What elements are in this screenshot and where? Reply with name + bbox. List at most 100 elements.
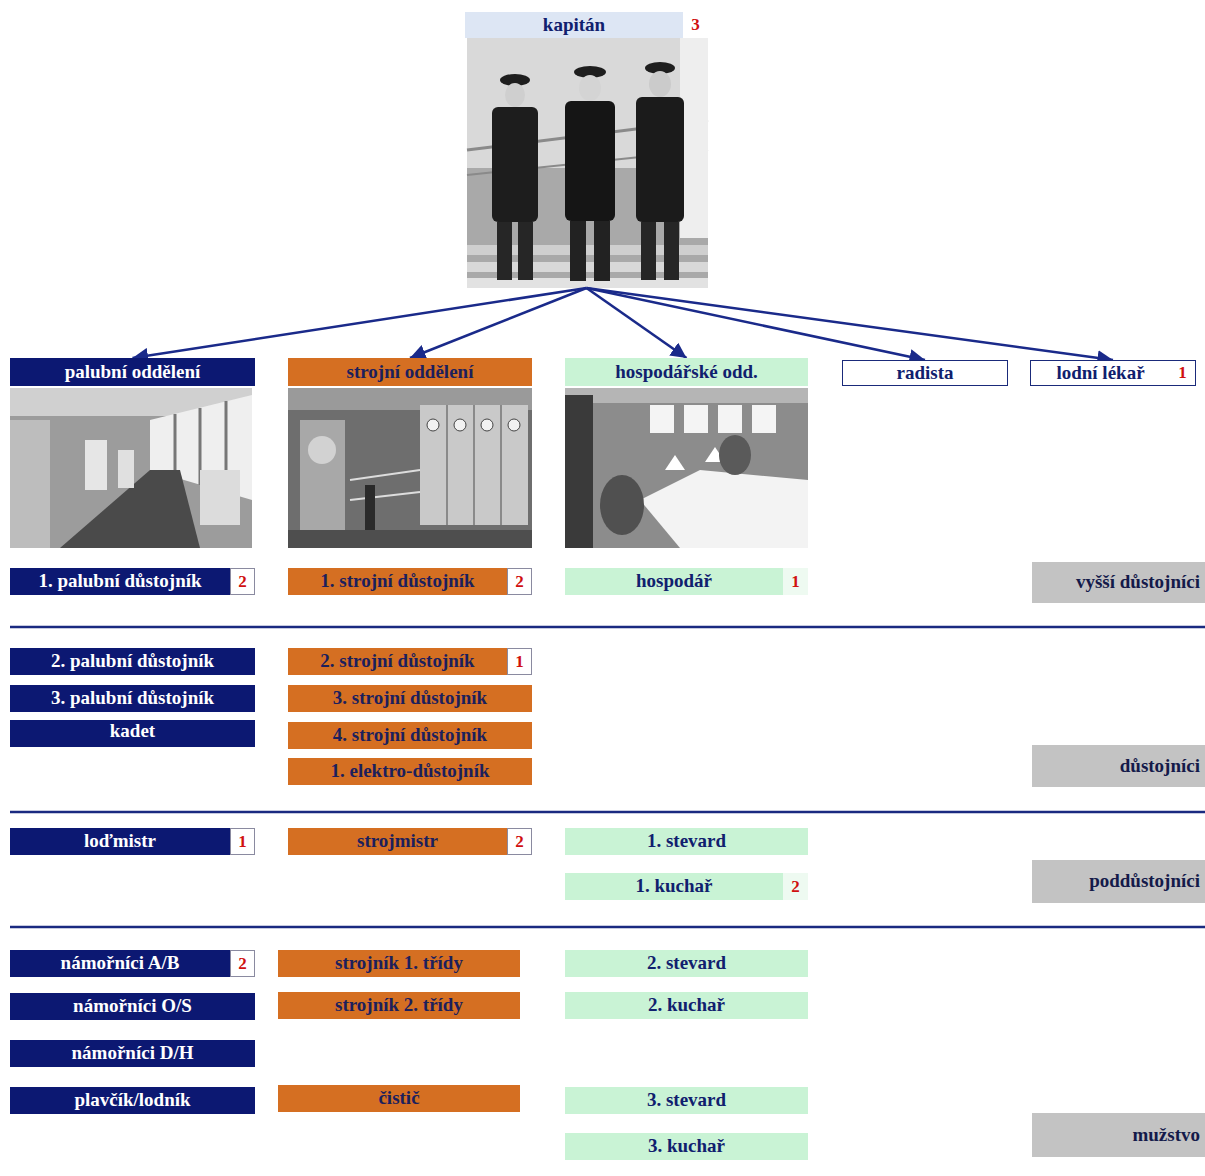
engine-rank-box: 4. strojní důstojník [288,722,532,749]
box-content: loďmistr1 [10,828,255,855]
separator-line [10,811,1205,814]
box-content: 3. kuchař [565,1133,808,1160]
railing [350,470,420,480]
chair [600,475,644,535]
box-content: radista [843,361,1007,385]
separator-line [10,926,1205,929]
rank-band: důstojníci [1032,745,1205,787]
box-content: námořníci D/H [10,1040,255,1067]
mess-room-photo [565,388,808,548]
ceiling [565,388,808,403]
engine-rank-box: strojník 1. třídy [278,950,520,977]
box-content: vyšší důstojníci [1032,562,1205,603]
window [650,405,674,433]
box-content: strojník 2. třídy [278,992,520,1019]
role-label: palubní oddělení [10,362,255,383]
deck-rank-box: námořníci A/B2 [10,950,255,977]
floor [288,530,532,548]
role-label: strojník 2. třídy [278,995,520,1016]
gauge [508,419,520,431]
role-label: 2. kuchař [565,995,808,1016]
role-label: kadet [10,721,255,742]
engine-room-photo [288,388,532,548]
role-label: poddůstojníci [1032,871,1205,892]
role-label: hospodářské odd. [565,362,808,383]
steward-rank-box: 2. stevard [565,950,808,977]
rank-band: mužstvo [1032,1113,1205,1157]
role-label: strojní oddělení [288,362,532,383]
valve [308,436,336,464]
steward-rank-box: 3. kuchař [565,1133,808,1160]
photo-ground [288,388,532,548]
role-box: lodní lékař1 [1030,360,1196,386]
callout-number: 1 [230,828,255,855]
panel-seam [446,405,448,525]
role-label: vyšší důstojníci [1032,572,1205,593]
leg [641,222,656,280]
captain-photo [467,38,708,288]
chair [719,435,751,475]
box-content: 2. kuchař [565,992,808,1019]
role-label: strojmistr [288,831,507,852]
leg [497,222,512,280]
deck-rank-box: 3. palubní důstojník [10,685,255,712]
role-label: 4. strojní důstojník [288,725,532,746]
deck-rank-box: námořníci D/H [10,1040,255,1067]
photo-ground [467,38,708,288]
engine-rank-box: čistič [278,1085,520,1112]
box-content: 2. strojní důstojník1 [288,648,532,675]
bridge-photo [10,388,252,548]
role-label: 3. palubní důstojník [10,688,255,709]
role-label: 2. palubní důstojník [10,651,255,672]
engine-rank-box: strojmistr2 [288,828,532,855]
engine-rank-box: strojní oddělení [288,358,532,386]
box-content: 2. palubní důstojník [10,648,255,675]
callout-number: 2 [507,568,532,595]
steward-rank-box: 2. kuchař [565,992,808,1019]
role-label: radista [843,363,1007,384]
role-label: 2. strojní důstojník [288,651,507,672]
box-content: námořníci O/S [10,993,255,1020]
role-label: námořníci A/B [10,953,230,974]
role-label: 1. elektro-důstojník [288,761,532,782]
role-box: radista [842,360,1008,386]
role-label: plavčík/lodník [10,1090,255,1111]
steward-rank-box: 1. kuchař2 [565,873,808,900]
window [684,405,708,433]
face [649,71,671,97]
deck-rank-box: 1. palubní důstojník2 [10,568,255,595]
captain-box: kapitán3 [465,12,708,288]
callout-number: 2 [783,873,808,900]
role-label: námořníci D/H [10,1043,255,1064]
callout-number: 2 [230,950,255,977]
steward-rank-box: hospodářské odd. [565,358,808,386]
photo-ground [565,388,808,548]
box-content: mužstvo [1032,1113,1205,1157]
deck-rank-box: palubní oddělení [10,358,255,386]
role-label: důstojníci [1032,756,1205,777]
deck-rank-box: námořníci O/S [10,993,255,1020]
railing [350,492,420,500]
callout-number: 2 [507,828,532,855]
photo-ground [10,388,252,548]
panel-seam [500,405,502,525]
gauge [454,419,466,431]
box-content: 1. elektro-důstojník [288,758,532,785]
callout-number: 1 [783,568,808,595]
gauge [481,419,493,431]
officer-figure [492,74,538,280]
deck-rank-box: loďmistr1 [10,828,255,855]
callout-number: 1 [1170,361,1195,385]
steward-rank-box: hospodář1 [565,568,808,595]
rank-band: poddůstojníci [1032,860,1205,903]
ship-wall [680,38,708,238]
engine-rank-box: 2. strojní důstojník1 [288,648,532,675]
box-content: čistič [278,1085,520,1112]
gauge [427,419,439,431]
role-label: 3. kuchař [565,1136,808,1157]
uniform [492,107,538,222]
hierarchy-arrow [587,288,926,360]
box-content: strojník 1. třídy [278,950,520,977]
leg [518,222,533,280]
hierarchy-arrow [410,288,587,358]
